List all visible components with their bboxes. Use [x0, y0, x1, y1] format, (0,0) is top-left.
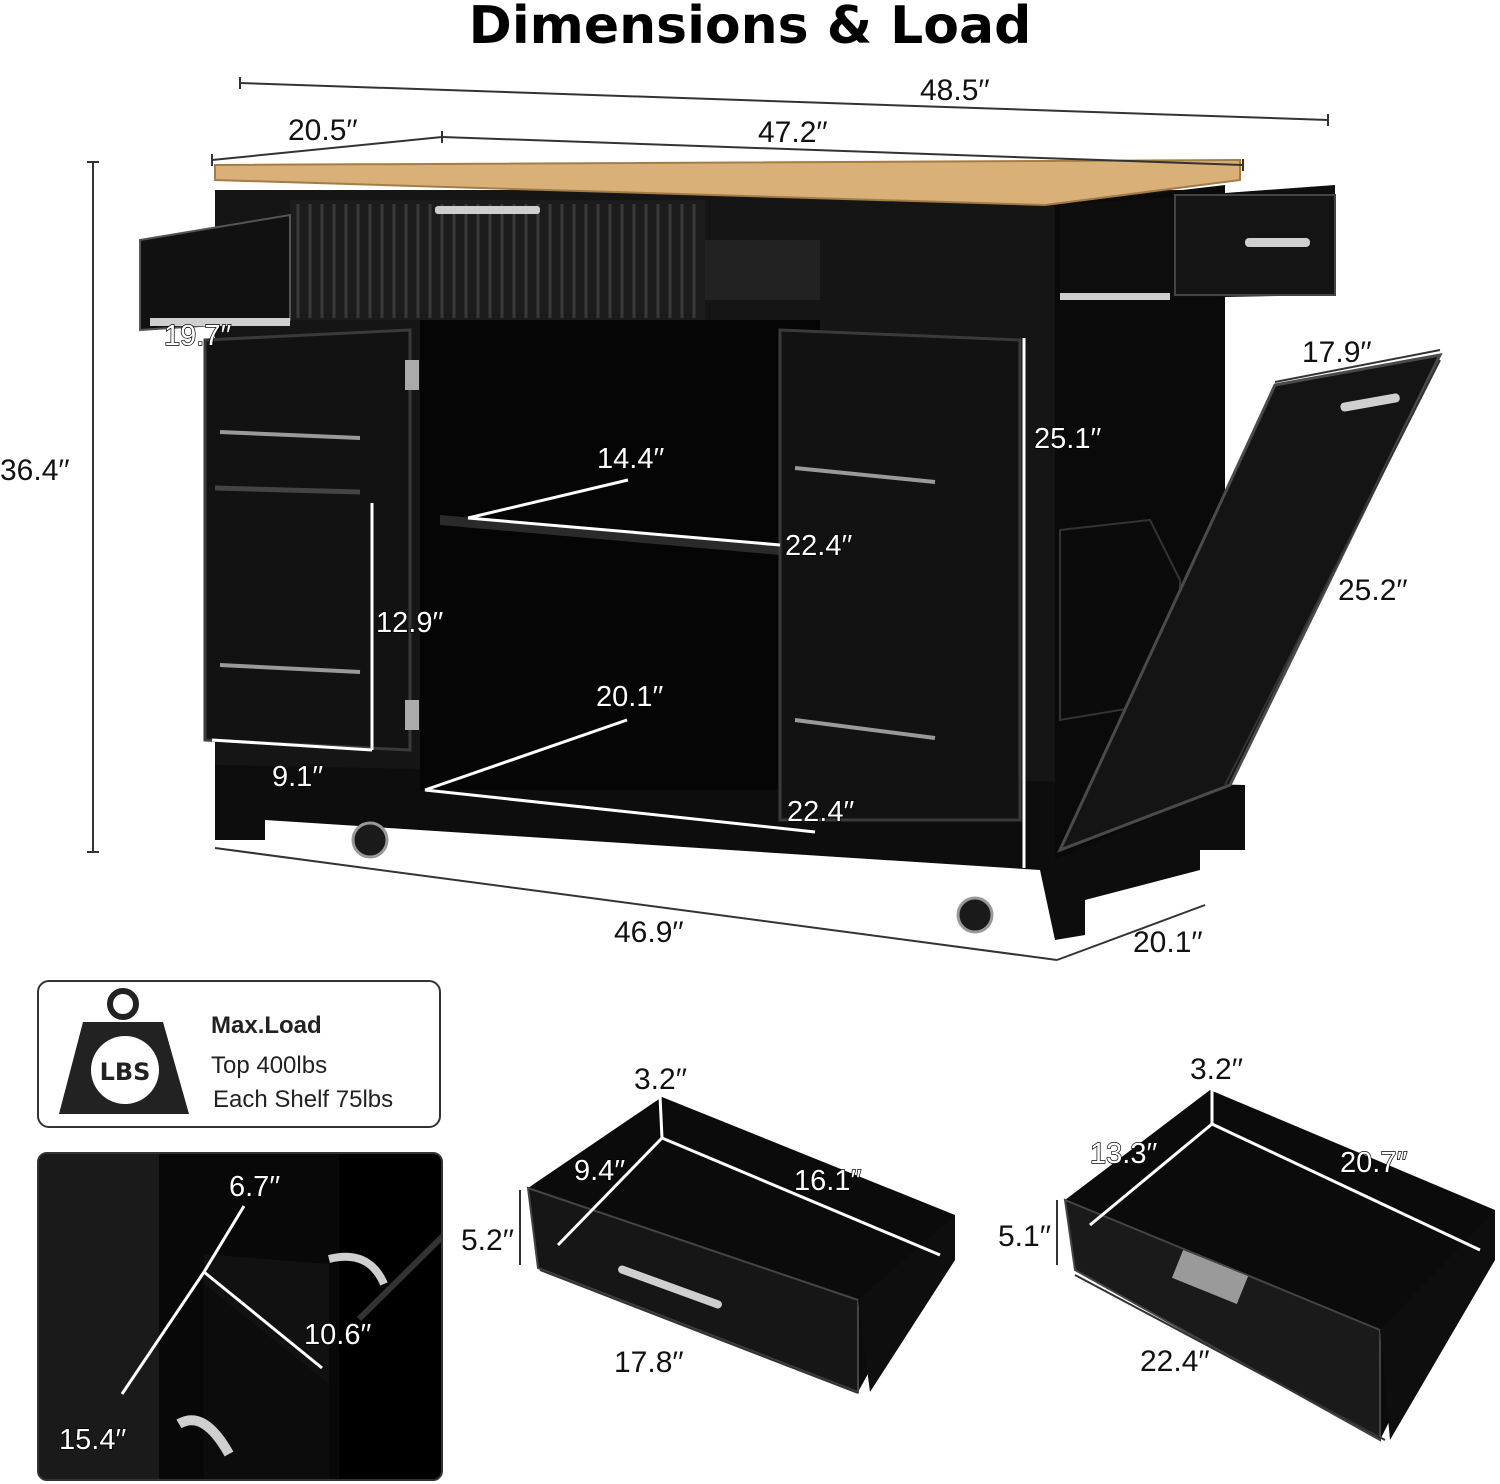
label-top-width: 47.2′′: [758, 116, 828, 149]
label-small-drawer-height-top: 3.2′′: [634, 1063, 687, 1096]
label-base-width: 46.9′′: [614, 916, 684, 949]
label-large-drawer-side-height: 5.1′′: [998, 1220, 1051, 1253]
large-drawer-diagram: [1056, 1088, 1495, 1442]
label-bin-door-width: 17.9′′: [1302, 336, 1372, 369]
max-load-panel: LBS Max.Load Top 400lbs Each Shelf 75lbs: [37, 980, 441, 1128]
small-drawer-diagram: [519, 1095, 955, 1394]
label-shelf-width-top: 22.4′′: [785, 530, 852, 562]
label-small-drawer-length: 16.1′′: [794, 1165, 861, 1197]
trash-bin-illustration: 6.7′′ 10.6′′ 15.4′′: [39, 1154, 441, 1479]
max-load-heading: Max.Load: [211, 1012, 322, 1039]
label-side-drawer-depth: 19.7′′: [164, 320, 231, 352]
max-load-shelf: Each Shelf 75lbs: [213, 1086, 394, 1113]
label-height: 36.4′′: [0, 454, 70, 487]
interior-dimension-lines: [211, 338, 1026, 868]
label-large-drawer-height-top: 3.2′′: [1190, 1053, 1243, 1086]
label-shelf-width-bottom: 22.4′′: [787, 796, 854, 828]
label-base-depth: 20.1′′: [1133, 926, 1203, 959]
label-cabinet-height: 25.1′′: [1034, 423, 1101, 455]
label-bin-door-height: 25.2′′: [1338, 574, 1408, 607]
center-shelf: [440, 515, 780, 555]
max-load-top: Top 400lbs: [211, 1052, 328, 1079]
right-side-drawer: [1060, 185, 1336, 300]
label-small-drawer-side-height: 5.2′′: [461, 1224, 514, 1257]
weight-icon: LBS: [59, 988, 189, 1114]
caster-right: [956, 896, 994, 934]
label-overall-width: 48.5′′: [920, 74, 990, 107]
label-small-drawer-depth: 9.4′′: [574, 1155, 625, 1187]
label-spice-rack-height: 12.9′′: [376, 607, 443, 639]
label-bin-side: 10.6′′: [304, 1319, 371, 1351]
trash-bin-door: [1057, 352, 1443, 853]
dimension-lines: [87, 77, 1441, 961]
label-large-drawer-width: 22.4′′: [1140, 1345, 1210, 1378]
page-title: Dimensions & Load: [468, 0, 1032, 56]
label-shelf-depth-bottom: 20.1′′: [596, 681, 663, 713]
trash-bin-inset: 6.7′′ 10.6′′ 15.4′′: [37, 1152, 443, 1481]
label-shelf-depth-top: 14.4′′: [597, 443, 664, 475]
right-spice-rack: [778, 328, 1022, 822]
lbs-icon-label: LBS: [100, 1058, 151, 1086]
caster-left: [351, 821, 389, 859]
label-large-drawer-length: 20.7′′: [1340, 1147, 1407, 1179]
left-spice-rack: [203, 328, 419, 752]
wooden-top: [214, 158, 1241, 207]
label-bin-depth: 15.4′′: [59, 1424, 126, 1456]
fluted-drawer: [290, 200, 820, 320]
label-large-drawer-depth: 13.3′′: [1090, 1138, 1157, 1170]
label-spice-rack-width: 9.1′′: [272, 761, 323, 793]
center-cavity: [420, 320, 820, 790]
label-left-width: 20.5′′: [288, 114, 358, 147]
left-side-drawer: [139, 213, 291, 332]
label-small-drawer-width: 17.8′′: [614, 1346, 684, 1379]
label-bin-top: 6.7′′: [229, 1171, 280, 1203]
